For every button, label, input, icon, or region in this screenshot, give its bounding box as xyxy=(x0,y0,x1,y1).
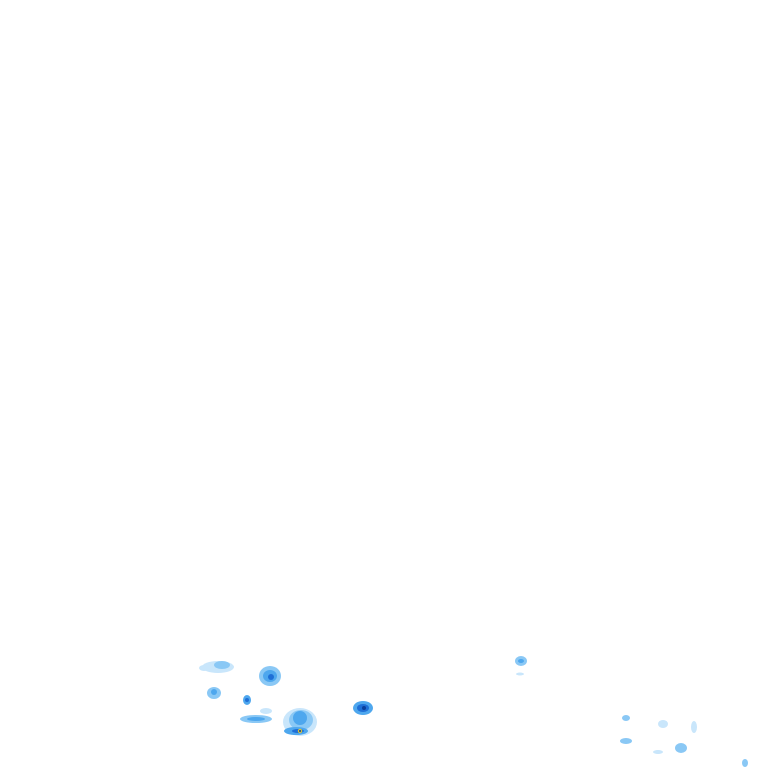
echo xyxy=(622,715,630,721)
echo xyxy=(620,738,632,744)
echo-cluster-west xyxy=(199,661,251,705)
echo xyxy=(293,711,307,725)
echo xyxy=(299,730,301,732)
echo-cell-strong xyxy=(283,708,317,736)
echo xyxy=(518,659,524,663)
echo xyxy=(199,665,209,671)
echo xyxy=(211,689,217,695)
echo xyxy=(658,720,668,728)
echo-cluster-center xyxy=(515,656,527,676)
echo xyxy=(260,708,272,714)
echo xyxy=(742,759,748,767)
echo xyxy=(691,721,697,733)
echo xyxy=(268,674,274,680)
echo xyxy=(247,717,265,721)
echo xyxy=(245,698,249,702)
echo xyxy=(214,661,230,669)
echo-cell-north xyxy=(259,666,281,686)
echo-cell-east xyxy=(353,701,373,715)
echo xyxy=(516,672,524,676)
echo-cluster-southeast xyxy=(620,715,748,767)
echo xyxy=(653,750,663,754)
echo xyxy=(362,706,366,710)
echo-band-south xyxy=(240,708,272,723)
echo xyxy=(675,743,687,753)
